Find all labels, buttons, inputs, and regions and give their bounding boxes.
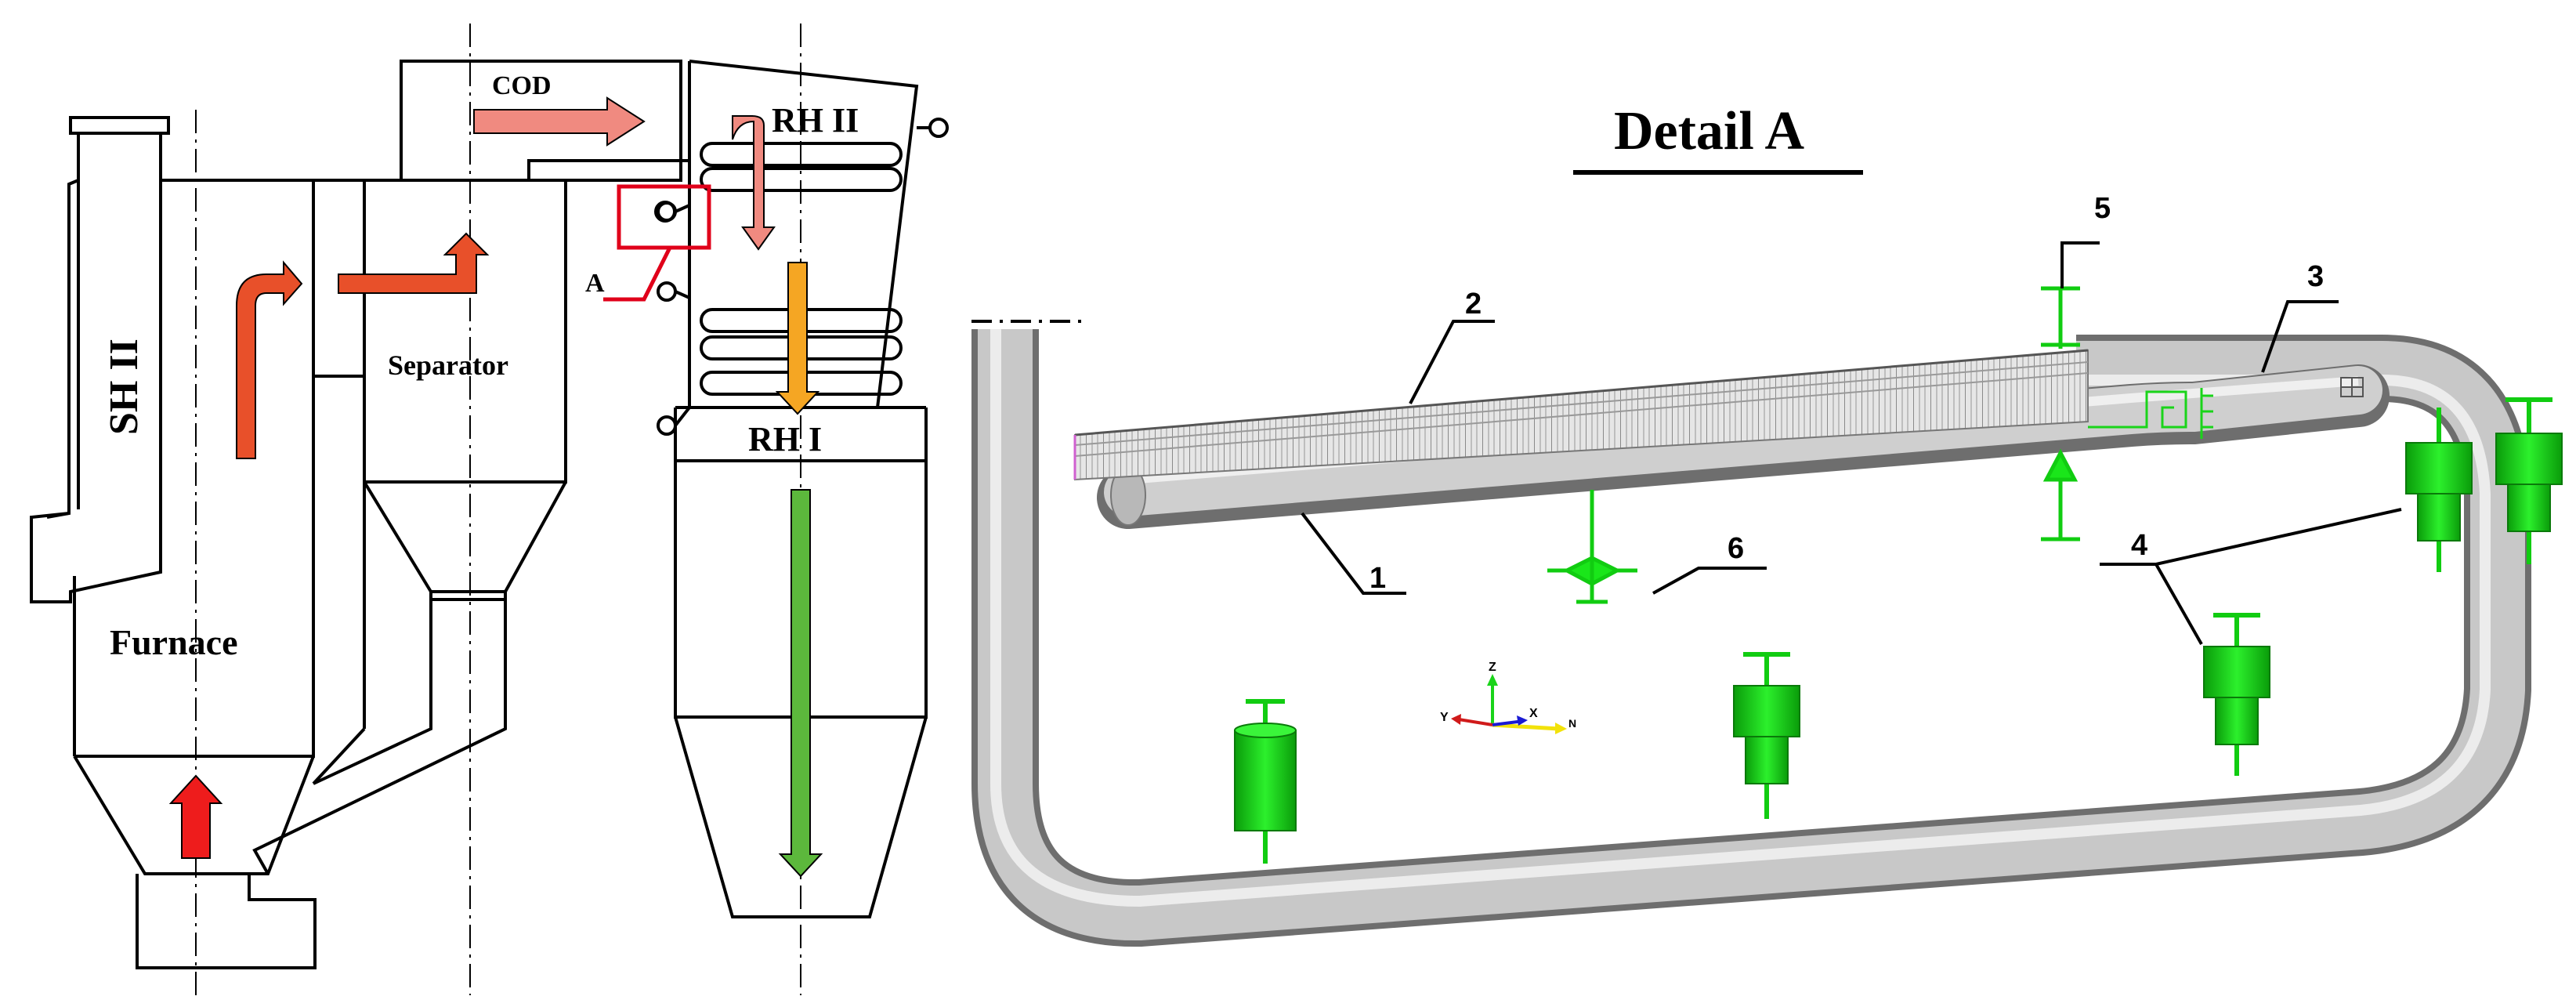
finned-tube-section bbox=[1073, 349, 2089, 481]
rh1-label: RH I bbox=[748, 420, 822, 458]
support-6 bbox=[1547, 490, 1637, 604]
cod-label: COD bbox=[492, 71, 552, 100]
callout-6: 6 bbox=[1728, 532, 1744, 565]
axis-x-label: X bbox=[1529, 707, 1538, 720]
callout-2: 2 bbox=[1465, 288, 1482, 321]
furnace-label: Furnace bbox=[110, 622, 238, 662]
rh1-down-arrow bbox=[775, 262, 820, 415]
sh2-label: SH II bbox=[102, 339, 147, 435]
separator-entry-arrow bbox=[338, 232, 490, 294]
detail-a-view: Detail A bbox=[971, 101, 2563, 947]
furnace-body bbox=[73, 179, 317, 969]
furnace-flow-arrow bbox=[236, 260, 303, 459]
loop-pipe bbox=[971, 320, 2531, 947]
sh2-panel bbox=[30, 116, 170, 603]
axis-triad: Z Y X N bbox=[1440, 661, 1576, 734]
callout-3: 3 bbox=[2307, 260, 2324, 293]
hanger-4 bbox=[2405, 408, 2473, 572]
detail-a-marker bbox=[603, 184, 711, 302]
rh2-label: RH II bbox=[772, 101, 859, 139]
axis-n-label: N bbox=[1568, 717, 1576, 730]
hanger-5 bbox=[2495, 397, 2563, 564]
axis-z-label: Z bbox=[1489, 661, 1496, 674]
hopper-down-arrow bbox=[778, 489, 823, 878]
rh2-down-arrow bbox=[732, 115, 776, 251]
support-5-top bbox=[2041, 286, 2080, 349]
callout-leaders bbox=[1301, 241, 2402, 645]
instrument-coil bbox=[2088, 388, 2213, 439]
hanger-1 bbox=[1234, 699, 1297, 864]
flow-arrows bbox=[168, 96, 823, 878]
support-5-bottom bbox=[2041, 448, 2080, 542]
hanger-2 bbox=[1733, 652, 1800, 819]
callout-4: 4 bbox=[2131, 529, 2147, 562]
detail-a-letter: A bbox=[585, 269, 605, 298]
schematic-labels: COD RH II RH I Separator Furnace SH II A bbox=[102, 71, 859, 662]
callout-5: 5 bbox=[2094, 192, 2111, 225]
separator-body bbox=[252, 60, 689, 875]
detail-title: Detail A bbox=[1614, 101, 1804, 161]
callout-numbers: 1 2 3 4 5 6 bbox=[1369, 192, 2324, 595]
axis-y-label: Y bbox=[1440, 711, 1449, 724]
cod-arrow bbox=[473, 96, 646, 147]
furnace-up-arrow bbox=[168, 774, 223, 859]
separator-label: Separator bbox=[388, 350, 508, 381]
callout-1: 1 bbox=[1369, 562, 1386, 595]
hanger-3 bbox=[2203, 613, 2270, 776]
